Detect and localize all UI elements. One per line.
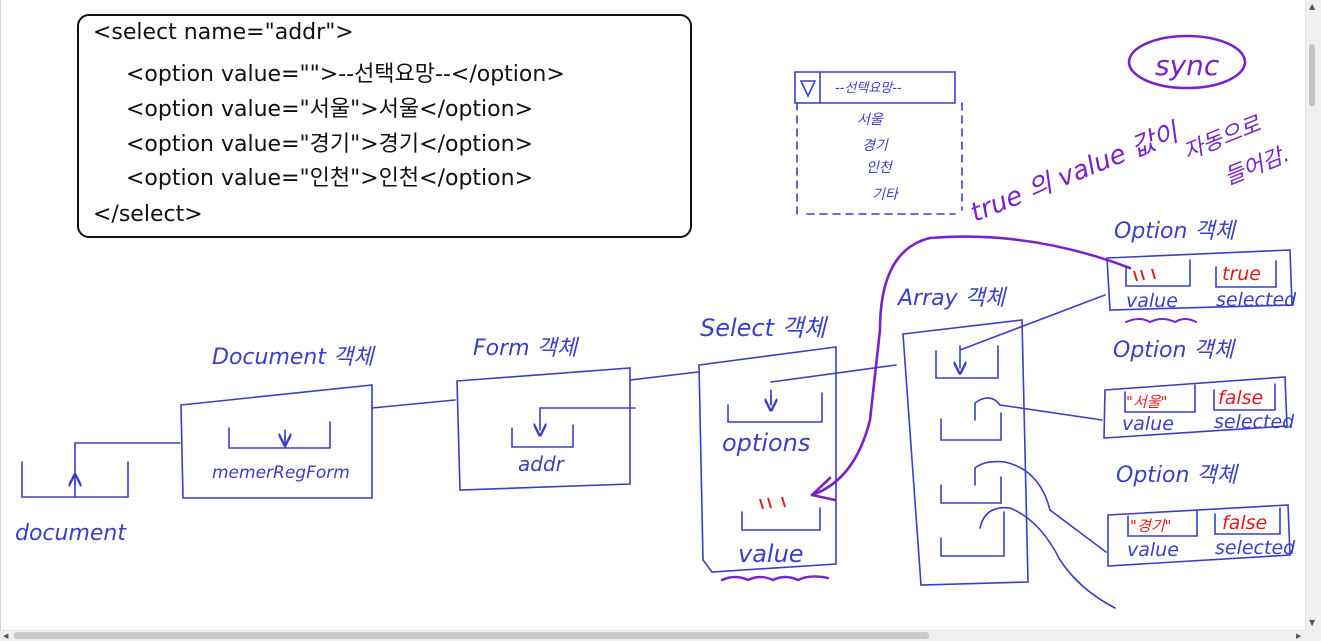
code-line-option-placeholder: <option value="">--선택요망--</option>	[126, 62, 565, 87]
document-var-label: document	[15, 521, 127, 546]
option-object-box-1	[1106, 249, 1293, 311]
code-line-option-gyeonggi: <option value="경기">경기</option>	[126, 132, 533, 157]
option-selected-label-1: selected	[1216, 289, 1297, 311]
option-object-title-2: Option 객체	[1113, 338, 1237, 363]
dropdown-placeholder-text: --선택요망--	[835, 81, 902, 96]
option-value-label-1: value	[1126, 290, 1178, 312]
option-value-value-2: "서울"	[1126, 393, 1167, 411]
form-object-label: Form 객체	[473, 336, 580, 361]
option-value-label-3: value	[1127, 539, 1179, 561]
addr-label: addr	[518, 452, 566, 476]
dropdown-option-seoul: 서울	[857, 112, 884, 128]
form-object-box	[456, 367, 631, 491]
option-value-value-3: "경기"	[1130, 517, 1171, 535]
left-border	[0, 0, 1, 630]
dropdown-option-gyeonggi: 경기	[862, 138, 889, 154]
dropdown-sketch	[794, 71, 963, 216]
horizontal-scroll-thumb[interactable]	[14, 632, 929, 639]
code-line-option-seoul: <option value="서울">서울</option>	[126, 97, 533, 122]
option-object-box-3	[1107, 504, 1291, 567]
vertical-scroll-thumb[interactable]	[1309, 44, 1315, 106]
sync-arrow	[810, 235, 1132, 497]
option-object-title-1: Option 객체	[1114, 219, 1238, 244]
vertical-scrollbar[interactable]	[1305, 0, 1321, 630]
option-selected-value-1: true	[1222, 263, 1261, 285]
select-code-box	[77, 14, 692, 238]
option-object-box-2	[1103, 376, 1288, 439]
document-object-label: Document 객체	[212, 345, 376, 370]
code-line-select-open: <select name="addr">	[93, 20, 354, 45]
option-selected-label-2: selected	[1214, 411, 1295, 433]
select-options-label: options	[722, 429, 810, 457]
scroll-left-arrow[interactable]: ◀	[3, 632, 9, 640]
option-selected-value-3: false	[1222, 512, 1267, 534]
scrollbar-corner	[1305, 630, 1321, 641]
code-line-select-close: </select>	[93, 202, 203, 227]
code-line-option-incheon: <option value="인천">인천</option>	[126, 166, 533, 191]
array-object-box	[902, 319, 1029, 586]
option-value-label-2: value	[1122, 413, 1174, 435]
option-selected-label-3: selected	[1215, 537, 1296, 559]
dropdown-option-etc: 기타	[872, 187, 900, 203]
scroll-right-arrow[interactable]: ▶	[1296, 632, 1302, 640]
option-selected-value-2: false	[1218, 387, 1263, 409]
member-form-label: memerRegForm	[212, 463, 350, 483]
sync-note: sync	[1155, 49, 1220, 82]
document-object-box	[180, 384, 373, 499]
array-object-label: Array 객체	[896, 286, 1008, 311]
select-object-box	[698, 346, 837, 573]
select-value-label: value	[738, 540, 804, 568]
scroll-up-arrow[interactable]: ▲	[1309, 2, 1316, 11]
scroll-down-arrow[interactable]: ▼	[1309, 618, 1316, 627]
dropdown-option-incheon: 인천	[866, 160, 893, 176]
true-value-note: true 의 value 값이	[966, 117, 1184, 228]
option-object-title-3: Option 객체	[1116, 463, 1240, 488]
handwritten-diagram: --선택요망-- 서울 경기 인천 기타 document Document 객…	[15, 34, 1297, 609]
auto-note-line2: 들어감.	[1221, 142, 1293, 191]
sync-oval	[1127, 34, 1247, 90]
select-object-label: Select 객체	[700, 314, 829, 342]
